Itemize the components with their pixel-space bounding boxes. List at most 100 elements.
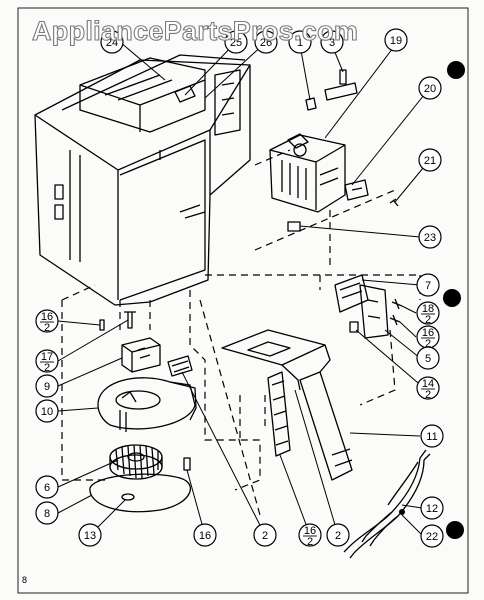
callout-2: 2 — [326, 523, 350, 547]
callout-number: 25 — [230, 37, 242, 49]
callout-circle — [253, 523, 277, 547]
margin-dot — [446, 521, 464, 539]
callout-circle — [320, 30, 344, 54]
callout-number: 18 — [422, 303, 434, 315]
callout-circle — [418, 225, 442, 249]
callout-number: 16 — [199, 530, 211, 542]
callout-16: 216 — [35, 309, 59, 334]
callout-19: 19 — [384, 28, 408, 52]
watermark-text: AppliancePartsPros.com — [32, 16, 358, 46]
callout-25: 25 — [224, 30, 248, 54]
callout-16: 216 — [416, 325, 440, 350]
callout-6: 6 — [35, 475, 59, 499]
callout-8: 8 — [35, 501, 59, 525]
callout-quantity: 2 — [44, 322, 50, 334]
callout-number: 7 — [425, 280, 431, 292]
callout-number: 24 — [106, 37, 118, 49]
callout-quantity: 2 — [425, 338, 431, 350]
callout-number: 12 — [426, 503, 438, 515]
callout-circle — [420, 424, 444, 448]
callout-9: 9 — [35, 374, 59, 398]
callout-1: 1 — [288, 30, 312, 54]
callout-2: 2 — [253, 523, 277, 547]
callout-13: 13 — [78, 523, 102, 547]
callout-circle — [78, 523, 102, 547]
magnetron-assembly — [269, 69, 399, 232]
air-duct — [221, 329, 353, 481]
callout-circle — [326, 523, 350, 547]
callout-number: 14 — [422, 378, 434, 390]
callout-16: 216 — [298, 523, 322, 548]
callout-number: 17 — [41, 351, 53, 363]
margin-dot — [447, 61, 465, 79]
callout-18: 218 — [416, 301, 440, 326]
callout-number: 3 — [329, 37, 335, 49]
callout-number: 6 — [44, 482, 50, 494]
cabinet-frame — [34, 54, 251, 306]
callout-circle — [418, 148, 442, 172]
callout-16: 16 — [193, 523, 217, 547]
callout-24: 24 — [100, 30, 124, 54]
callout-5: 5 — [416, 346, 440, 370]
control-bracket-assembly — [334, 274, 403, 339]
callout-number: 8 — [44, 508, 50, 520]
callout-number: 22 — [426, 531, 438, 543]
callout-number: 26 — [260, 37, 272, 49]
callout-14: 214 — [416, 376, 440, 401]
callout-11: 11 — [420, 424, 444, 448]
callout-circle — [416, 273, 440, 297]
callout-circle — [420, 524, 444, 548]
callout-circle — [35, 349, 59, 373]
callout-10: 10 — [35, 399, 59, 423]
wire-harness — [343, 449, 431, 559]
callout-number: 1 — [297, 37, 303, 49]
callout-circle — [298, 523, 322, 547]
callout-circle — [35, 399, 59, 423]
callout-23: 23 — [418, 225, 442, 249]
callout-number: 16 — [41, 311, 53, 323]
sheet-border — [17, 7, 469, 594]
callout-number: 5 — [425, 353, 431, 365]
callout-number: 16 — [422, 327, 434, 339]
leader-lines — [57, 41, 429, 536]
callout-circle — [416, 301, 440, 325]
callout-number: 20 — [424, 83, 436, 95]
callout-circle — [288, 30, 312, 54]
callout-number: 23 — [424, 232, 436, 244]
callout-number: 21 — [424, 155, 436, 167]
callout-number: 19 — [390, 35, 402, 47]
callout-number: 11 — [426, 431, 437, 443]
dashed-assembly-lines — [61, 149, 421, 516]
callout-circle — [100, 30, 124, 54]
callout-20: 20 — [418, 76, 442, 100]
callout-22: 22 — [420, 524, 444, 548]
callout-3: 3 — [320, 30, 344, 54]
callout-circle — [35, 501, 59, 525]
callout-circle — [193, 523, 217, 547]
callout-12: 12 — [420, 496, 444, 520]
callout-circle — [384, 28, 408, 52]
callout-21: 21 — [418, 148, 442, 172]
callout-quantity: 2 — [425, 314, 431, 326]
callout-number: 2 — [262, 530, 268, 542]
callout-17: 217 — [35, 349, 59, 374]
callout-quantity: 2 — [425, 389, 431, 401]
callout-circle — [35, 309, 59, 333]
callout-number: 9 — [44, 381, 50, 393]
margin-dot — [443, 289, 461, 307]
callout-number: 13 — [84, 530, 96, 542]
callout-circle — [254, 30, 278, 54]
callout-circle — [418, 76, 442, 100]
page-number: 8 — [22, 575, 27, 585]
callout-circle — [416, 346, 440, 370]
callout-circle — [224, 30, 248, 54]
callout-number: 16 — [304, 525, 316, 537]
callout-7: 7 — [416, 273, 440, 297]
callout-number: 10 — [41, 406, 53, 418]
blower-assembly — [89, 311, 197, 513]
callout-circle — [35, 374, 59, 398]
callout-circle — [420, 496, 444, 520]
